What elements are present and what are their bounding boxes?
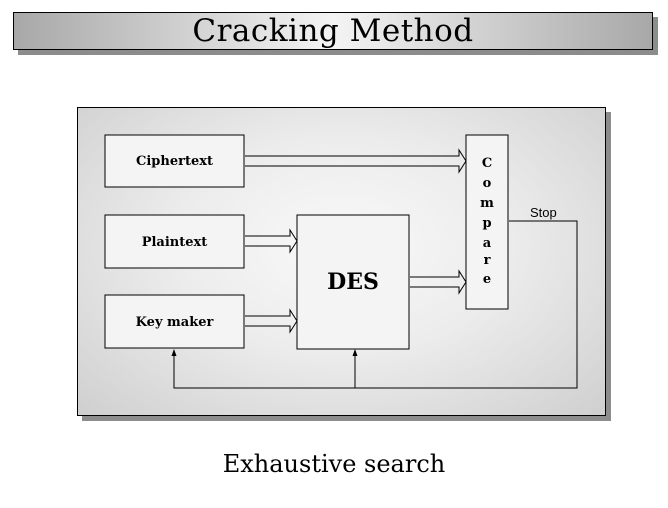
des-label: DES [327, 269, 379, 295]
plaintext-box: Plaintext [104, 214, 245, 269]
feedback-arrowhead-des [352, 349, 358, 356]
key-maker-label: Key maker [136, 315, 214, 330]
ciphertext-to-compare-arrow [245, 148, 467, 174]
compare-letter: C [482, 156, 492, 171]
des-box: DES [296, 214, 410, 350]
key-maker-box: Key maker [104, 294, 245, 349]
des-to-compare-arrow [410, 269, 467, 295]
caption: Exhaustive search [222, 450, 446, 478]
ciphertext-label: Ciphertext [136, 154, 213, 169]
page-title: Cracking Method [192, 13, 474, 49]
compare-box: C o m p a r e [465, 134, 509, 310]
title-bar: Cracking Method [13, 12, 653, 50]
stop-label: Stop [530, 205, 557, 220]
compare-letter: a [483, 236, 492, 251]
plaintext-to-des-arrow [245, 228, 298, 254]
compare-letter: o [483, 176, 492, 191]
compare-letter: e [483, 272, 491, 287]
feedback-loop-line [173, 220, 578, 389]
keymaker-to-des-arrow [245, 308, 298, 334]
compare-letter: p [482, 216, 491, 231]
plaintext-label: Plaintext [142, 235, 208, 250]
feedback-arrowhead-keymaker [171, 349, 177, 356]
compare-letter: m [480, 196, 494, 211]
compare-letter: r [484, 253, 491, 268]
ciphertext-box: Ciphertext [104, 134, 245, 188]
